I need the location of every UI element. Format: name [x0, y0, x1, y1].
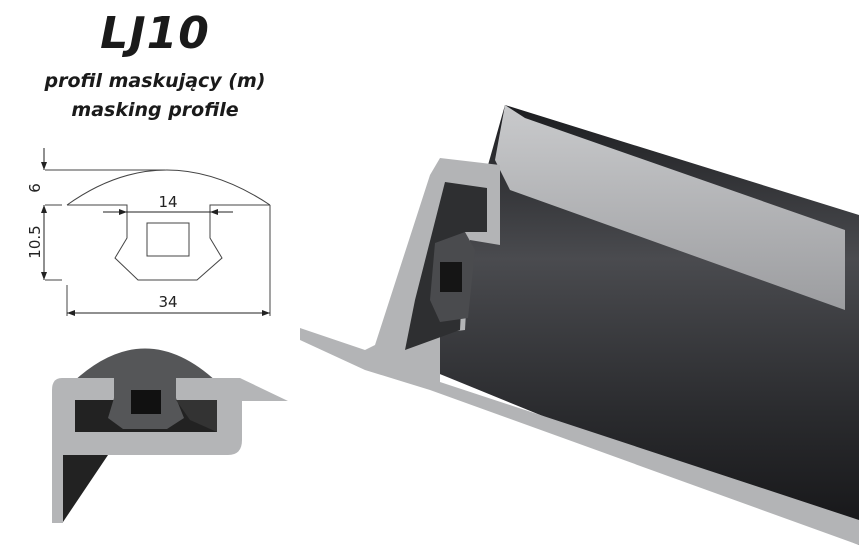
profile-channel [146, 222, 190, 257]
profile-outline [66, 169, 271, 206]
technical-drawing [41, 148, 271, 316]
dim-height-top: 6 [26, 183, 44, 193]
dim-total-width: 34 [158, 293, 177, 311]
dim-height-base: 10.5 [26, 225, 44, 258]
subtitle-polish: profil maskujący (m) [44, 70, 266, 92]
cross-section-render [52, 348, 288, 523]
dim-inner-width: 14 [158, 193, 177, 211]
rubber-dome [73, 348, 217, 382]
profile-3d-render [300, 105, 859, 545]
subtitle-english: masking profile [71, 99, 239, 121]
mounting-gap [63, 455, 108, 522]
aluminium-top-flange [495, 105, 845, 310]
product-code: LJ10 [100, 8, 210, 59]
